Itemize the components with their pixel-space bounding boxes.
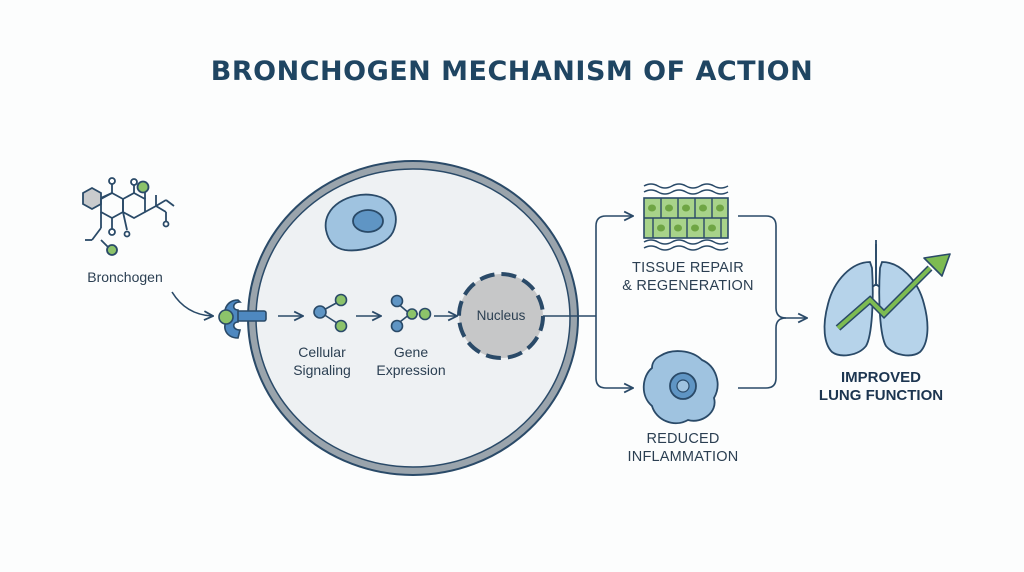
tissue-repair-icon [643,181,729,251]
tissue-repair-line2: & REGENERATION [622,278,754,294]
nucleus-label: Nucleus [476,308,526,323]
tissue-repair-line1: TISSUE REPAIR [632,260,744,276]
reduced-inflammation-icon [642,350,719,425]
cellular-signaling-label: Cellular Signaling [282,343,362,379]
improved-lung-function-label: IMPROVED LUNG FUNCTION [806,369,956,405]
receptor-icon [218,299,267,339]
diagram-title: BRONCHOGEN MECHANISM OF ACTION [210,56,814,87]
improved-lung-line1: IMPROVED [840,369,921,386]
nucleus-shape [459,274,543,358]
outcome-to-lung-connectors [738,215,806,389]
reduced-inflammation-label: REDUCED INFLAMMATION [608,430,758,466]
lungs-icon [823,240,929,357]
molecule-structure-icon [82,177,175,256]
reduced-inflammation-line1: REDUCED [646,431,720,447]
organelle-icon [324,193,397,252]
improved-lung-line2: LUNG FUNCTION [818,387,944,404]
cellular-signaling-line2: Signaling [293,362,351,378]
tissue-repair-label: TISSUE REPAIR & REGENERATION [608,259,768,295]
cellular-signaling-icon [313,293,348,333]
cellular-signaling-line1: Cellular [298,344,346,360]
gene-expression-label: Gene Expression [366,343,456,379]
gene-expression-icon [390,294,432,333]
molecule-to-receptor-arrow [171,291,212,316]
molecule-label: Bronchogen [87,269,163,285]
improvement-trend-arrow-icon [835,253,951,331]
gene-expression-line1: Gene [393,344,429,360]
gene-expression-line2: Expression [376,362,446,378]
reduced-inflammation-line2: INFLAMMATION [627,449,739,465]
nucleus-output-connectors [543,216,632,388]
